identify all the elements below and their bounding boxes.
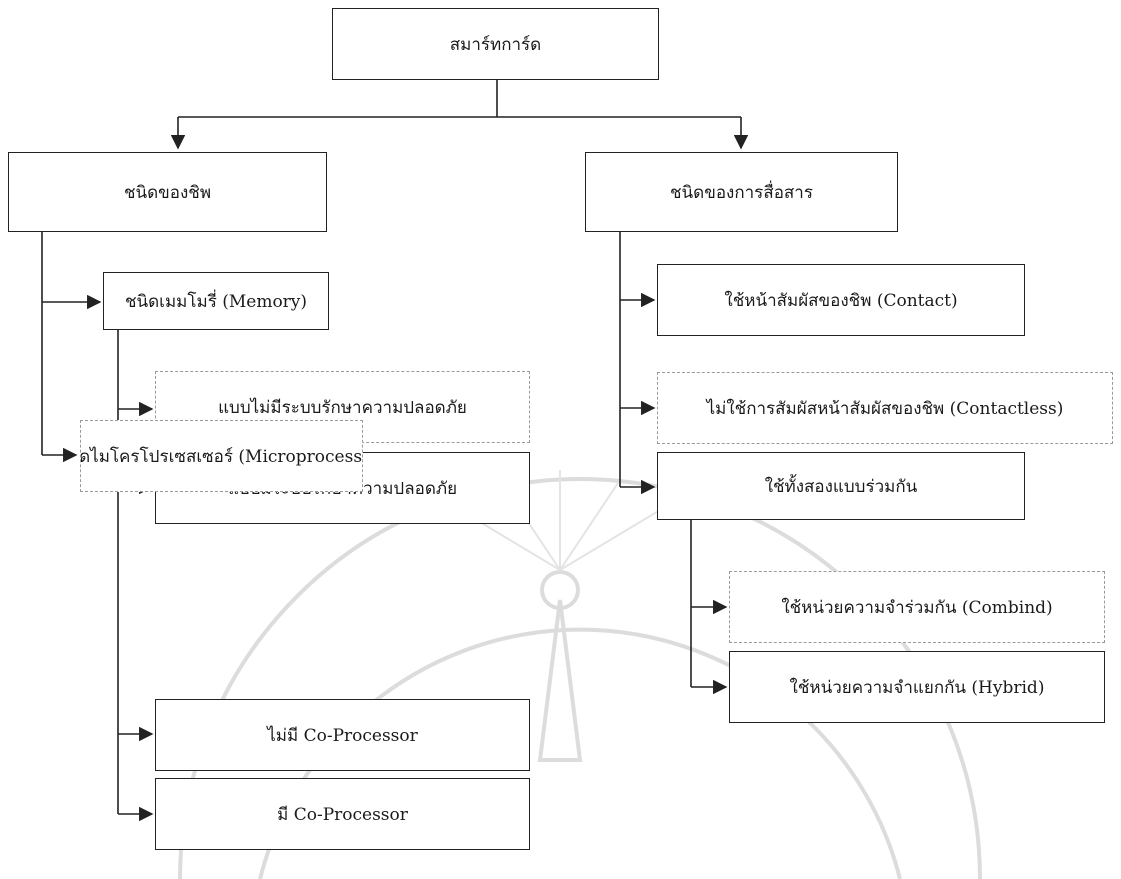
node-no-coprocessor-label: ไม่มี Co-Processor: [267, 725, 418, 746]
node-microprocessor-label: ชนิดไมโครโปรเซสเซอร์ (Microprocessor): [80, 446, 363, 467]
node-communication-type: ชนิดของการสื่อสาร: [585, 152, 898, 232]
node-memory-label: ชนิดเมมโมรี่ (Memory): [124, 291, 308, 312]
node-combined: ใช้หน่วยความจำร่วมกัน (Combind): [729, 571, 1105, 643]
node-chip-type: ชนิดของชิพ: [8, 152, 327, 232]
node-communication-type-label: ชนิดของการสื่อสาร: [670, 182, 813, 203]
node-memory: ชนิดเมมโมรี่ (Memory): [103, 272, 329, 330]
node-hybrid-label: ใช้หน่วยความจำแยกกัน (Hybrid): [789, 677, 1045, 698]
node-both-label: ใช้ทั้งสองแบบร่วมกัน: [764, 476, 918, 497]
node-contactless-label: ไม่ใช้การสัมผัสหน้าสัมผัสของชิพ (Contact…: [706, 398, 1064, 419]
node-with-coprocessor: มี Co-Processor: [155, 778, 530, 850]
node-chip-type-label: ชนิดของชิพ: [123, 182, 212, 203]
node-no-coprocessor: ไม่มี Co-Processor: [155, 699, 530, 771]
node-root: สมาร์ทการ์ด: [332, 8, 659, 80]
node-microprocessor: ชนิดไมโครโปรเซสเซอร์ (Microprocessor): [80, 420, 363, 492]
node-contact: ใช้หน้าสัมผัสของชิพ (Contact): [657, 264, 1025, 336]
node-contactless: ไม่ใช้การสัมผัสหน้าสัมผัสของชิพ (Contact…: [657, 372, 1113, 444]
node-contact-label: ใช้หน้าสัมผัสของชิพ (Contact): [724, 290, 958, 311]
node-hybrid: ใช้หน่วยความจำแยกกัน (Hybrid): [729, 651, 1105, 723]
node-combined-label: ใช้หน่วยความจำร่วมกัน (Combind): [781, 597, 1053, 618]
node-root-label: สมาร์ทการ์ด: [449, 34, 542, 55]
node-with-coprocessor-label: มี Co-Processor: [277, 804, 408, 825]
node-both: ใช้ทั้งสองแบบร่วมกัน: [657, 452, 1025, 520]
node-no-security-label: แบบไม่มีระบบรักษาความปลอดภัย: [218, 397, 467, 418]
